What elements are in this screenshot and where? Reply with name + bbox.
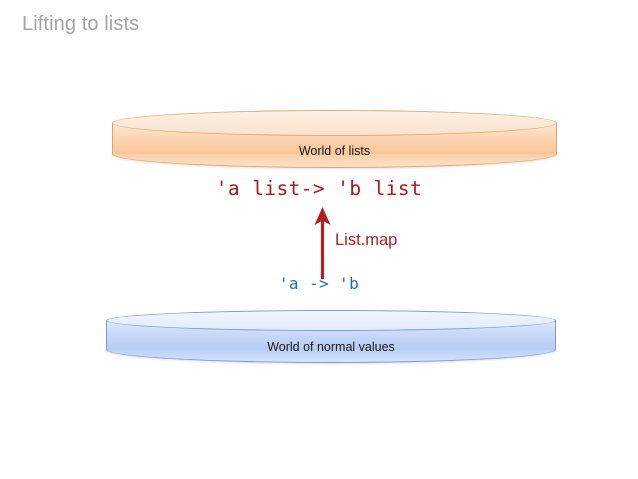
world-of-lists-label: World of lists xyxy=(298,144,371,158)
cylinder-top-ellipse xyxy=(112,110,557,136)
lift-arrow-up-icon xyxy=(307,203,339,279)
cylinder-top-ellipse xyxy=(106,310,556,331)
world-of-normal-values-cylinder: World of normal values xyxy=(106,310,556,366)
world-of-lists-cylinder: World of lists xyxy=(112,110,557,170)
page-title: Lifting to lists xyxy=(22,13,140,35)
lift-function-label: List.map xyxy=(335,231,398,249)
world-of-normal-values-label: World of normal values xyxy=(267,340,395,354)
lifted-type-signature: 'a list-> 'b list xyxy=(215,177,423,200)
plain-type-signature: 'a -> 'b xyxy=(278,274,360,293)
